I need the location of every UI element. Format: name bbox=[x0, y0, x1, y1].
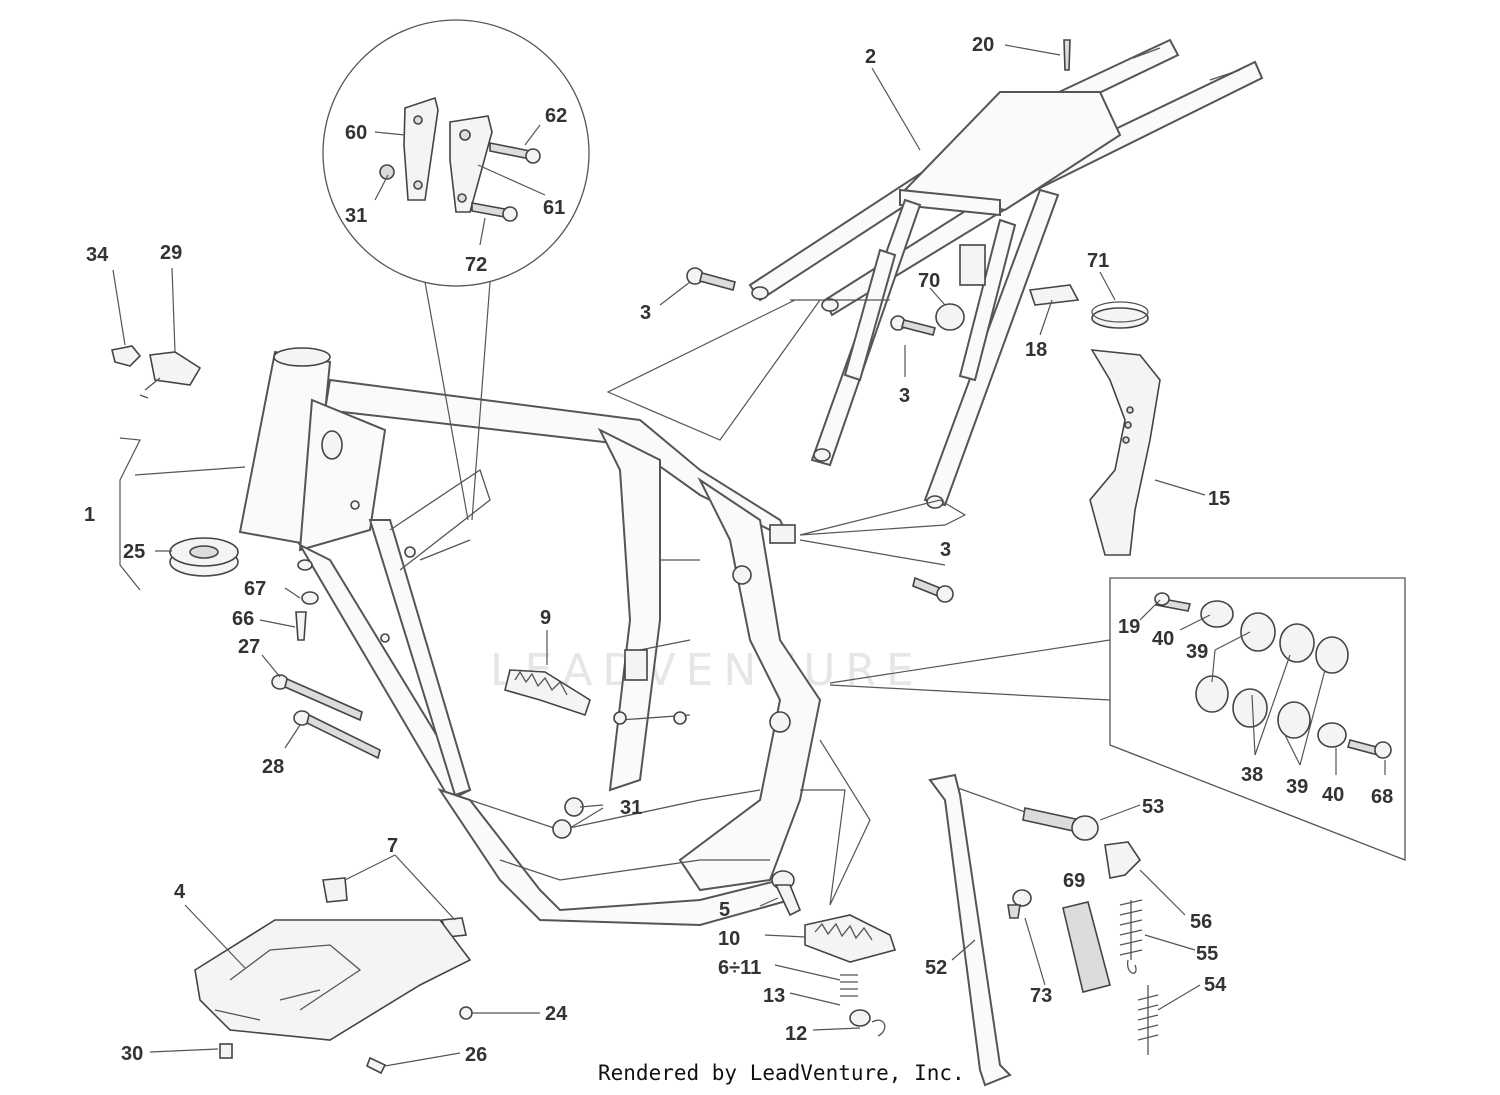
callout-3: 3 bbox=[899, 385, 910, 407]
bracket-56 bbox=[1104, 841, 1142, 879]
callout-18: 18 bbox=[1025, 339, 1047, 361]
spring-54 bbox=[1137, 985, 1159, 1055]
clip-18 bbox=[1028, 284, 1080, 306]
callout-3: 3 bbox=[640, 302, 651, 324]
credit-line: Rendered by LeadVenture, Inc. bbox=[598, 1061, 965, 1085]
callout-2: 2 bbox=[865, 46, 876, 68]
bolt-73 bbox=[1007, 889, 1032, 919]
callout-38: 38 bbox=[1241, 764, 1263, 786]
callout-70: 70 bbox=[918, 270, 940, 292]
callout-72: 72 bbox=[465, 254, 487, 276]
washer-12 bbox=[849, 1009, 886, 1037]
callout-55: 55 bbox=[1196, 943, 1218, 965]
callout-9: 9 bbox=[540, 607, 551, 629]
callout-3: 3 bbox=[940, 539, 951, 561]
callout-54: 54 bbox=[1204, 974, 1227, 996]
callout-29: 29 bbox=[160, 242, 182, 264]
footpeg-9 bbox=[504, 669, 591, 717]
nuts-31 bbox=[552, 797, 584, 839]
spring-55 bbox=[1119, 899, 1143, 974]
skid-plate-4 bbox=[194, 919, 472, 1041]
callout-30: 30 bbox=[121, 1043, 143, 1065]
callout-28: 28 bbox=[262, 756, 284, 778]
detail-callout-circle bbox=[322, 19, 590, 521]
callout-61: 61 bbox=[543, 197, 565, 219]
bolt-66 bbox=[295, 611, 307, 641]
grommet-30 bbox=[219, 1043, 233, 1059]
callout-40: 40 bbox=[1322, 784, 1344, 806]
callout-26: 26 bbox=[465, 1044, 487, 1066]
callout-25: 25 bbox=[123, 541, 145, 563]
screw-20 bbox=[1063, 39, 1071, 71]
rear-subframe bbox=[748, 38, 1264, 509]
footpeg-10 bbox=[804, 914, 897, 963]
callout-52: 52 bbox=[925, 957, 947, 979]
callout-68: 68 bbox=[1371, 786, 1393, 808]
callout-39: 39 bbox=[1186, 641, 1208, 663]
callout-13: 13 bbox=[763, 985, 785, 1007]
callout-12: 12 bbox=[785, 1023, 807, 1045]
sidestand-52 bbox=[928, 773, 1012, 1087]
bolt-53 bbox=[1022, 807, 1099, 841]
leader-lines bbox=[112, 44, 1386, 1067]
callout-24: 24 bbox=[545, 1003, 568, 1025]
spring-13 bbox=[840, 974, 858, 997]
callout-69: 69 bbox=[1063, 870, 1085, 892]
callout-60: 60 bbox=[345, 122, 367, 144]
bushing-detail-box bbox=[829, 577, 1406, 861]
callout-20: 20 bbox=[972, 34, 994, 56]
sensor-29 bbox=[139, 351, 202, 399]
bearing-25 bbox=[169, 537, 239, 577]
cap-70 bbox=[935, 303, 965, 331]
callout-34: 34 bbox=[86, 244, 109, 266]
callout-56: 56 bbox=[1190, 911, 1212, 933]
callout-19: 19 bbox=[1118, 616, 1140, 638]
bolt-3-upper bbox=[686, 267, 736, 291]
callout-31: 31 bbox=[345, 205, 367, 227]
callout-66: 66 bbox=[232, 608, 254, 630]
screw-24 bbox=[459, 1006, 473, 1020]
callout-62: 62 bbox=[545, 105, 567, 127]
callout-40: 40 bbox=[1152, 628, 1174, 650]
clamp-71 bbox=[1091, 301, 1149, 329]
callout-labels: 1 2 3 3 3 4 5 6÷11 7 9 10 12 13 15 18 19… bbox=[84, 34, 1393, 1066]
pin-5 bbox=[771, 870, 802, 917]
callout-4: 4 bbox=[174, 881, 186, 903]
screw-26 bbox=[365, 1056, 387, 1075]
callout-6-11: 6÷11 bbox=[718, 957, 761, 979]
bolt-3-middle bbox=[890, 315, 936, 336]
callout-27: 27 bbox=[238, 636, 260, 658]
bolt-3-lower bbox=[912, 576, 954, 603]
bolt-28 bbox=[293, 710, 381, 760]
pad-69 bbox=[1062, 901, 1111, 993]
intake-boot-15 bbox=[1089, 349, 1161, 556]
callout-1: 1 bbox=[84, 504, 95, 526]
callout-67: 67 bbox=[244, 578, 266, 600]
callout-7: 7 bbox=[387, 835, 398, 857]
callout-39: 39 bbox=[1286, 776, 1308, 798]
bracket-34 bbox=[111, 345, 142, 367]
callout-53: 53 bbox=[1142, 796, 1164, 818]
nut-67 bbox=[297, 559, 319, 605]
callout-10: 10 bbox=[718, 928, 740, 950]
callout-15: 15 bbox=[1208, 488, 1230, 510]
callout-5: 5 bbox=[719, 899, 730, 921]
callout-73: 73 bbox=[1030, 985, 1052, 1007]
callout-71: 71 bbox=[1087, 250, 1109, 272]
callout-31: 31 bbox=[620, 797, 642, 819]
bolt-27 bbox=[271, 674, 363, 722]
main-frame bbox=[238, 347, 822, 927]
